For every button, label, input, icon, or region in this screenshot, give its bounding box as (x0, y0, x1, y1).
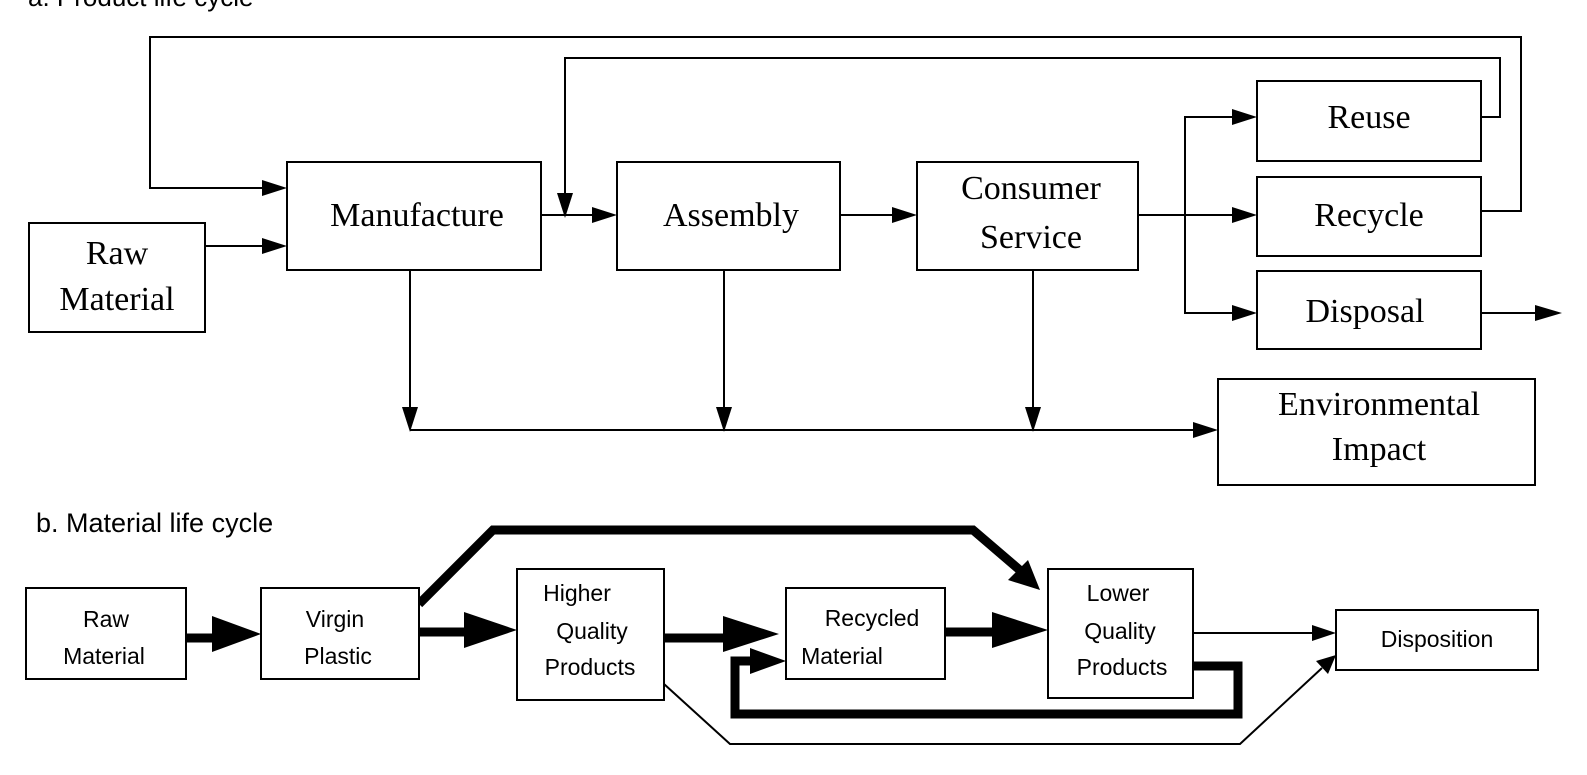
svg-text:Products: Products (545, 654, 636, 680)
node-reuse: Reuse (1256, 80, 1482, 162)
arrowhead-raw-to-manufacture (262, 238, 287, 254)
svg-text:Lower: Lower (1087, 580, 1150, 606)
svg-text:Products: Products (1077, 654, 1168, 680)
node-virgin-plastic: Virgin Plastic (260, 587, 420, 680)
svg-text:Material: Material (59, 281, 174, 318)
svg-text:Virgin: Virgin (306, 606, 364, 632)
svg-text:Higher: Higher (543, 580, 611, 606)
node-lower-quality-products: Lower Quality Products (1047, 568, 1194, 699)
node-raw-material-a: Raw Material (28, 222, 206, 333)
node-disposition: Disposition (1335, 609, 1539, 671)
section-a-title: a. Product life cycle (28, 0, 253, 12)
node-disposal: Disposal (1256, 270, 1482, 350)
arrowhead-manufacture-to-assembly (592, 207, 617, 223)
arrowhead-higher-to-disposition (1316, 655, 1336, 674)
svg-text:Material: Material (801, 643, 883, 669)
svg-text:Recycle: Recycle (1314, 197, 1424, 234)
node-environmental-impact: Environmental Impact (1217, 378, 1536, 486)
arrowhead-assembly-to-consumer (892, 207, 917, 223)
arrowhead-virgin-to-lower (1008, 560, 1040, 590)
svg-text:Impact: Impact (1332, 431, 1427, 468)
arrowhead-lower-to-disposition (1312, 625, 1336, 641)
svg-text:Environmental: Environmental (1278, 386, 1480, 423)
svg-text:Material: Material (63, 643, 145, 669)
arrowhead-recycle-loop (262, 180, 287, 196)
svg-text:Disposal: Disposal (1306, 293, 1425, 330)
loop-reuse-to-assembly (564, 57, 1501, 193)
arrowhead-disposal-out (1535, 305, 1562, 321)
svg-text:Disposition: Disposition (1381, 626, 1494, 652)
node-consumer-service: Consumer Service (916, 161, 1139, 271)
svg-text:Quality: Quality (556, 618, 628, 644)
node-raw-material-b: Raw Material (25, 587, 187, 680)
arrow-virgin-to-lower (415, 525, 1025, 608)
svg-text:Assembly: Assembly (663, 197, 799, 234)
svg-text:Raw: Raw (83, 606, 129, 632)
arrowhead-higher-to-recycled (723, 616, 779, 652)
branch-line-reuse-disposal (1184, 116, 1232, 314)
node-manufacture: Manufacture (286, 161, 542, 271)
svg-text:Service: Service (980, 219, 1082, 256)
svg-text:Plastic: Plastic (304, 643, 372, 669)
svg-text:Recycled: Recycled (825, 605, 920, 631)
arrowhead-environmental-impact (1193, 422, 1218, 438)
svg-text:Consumer: Consumer (961, 170, 1101, 207)
node-recycle: Recycle (1256, 176, 1482, 257)
svg-text:Raw: Raw (86, 235, 149, 272)
section-b-title: b. Material life cycle (36, 508, 273, 538)
arrowhead-drop-assembly (716, 407, 732, 432)
node-higher-quality-products: Higher Quality Products (516, 568, 665, 701)
arrowhead-drop-consumer (1025, 407, 1041, 432)
svg-text:Reuse: Reuse (1327, 99, 1410, 136)
arrowhead-recycled-to-lower (992, 612, 1048, 648)
arrowhead-to-reuse (1232, 109, 1257, 125)
section-a-connectors (149, 36, 1562, 438)
arrow-higher-to-disposition (663, 667, 1323, 745)
svg-text:Manufacture: Manufacture (330, 197, 504, 234)
arrowhead-lower-loop (750, 648, 786, 674)
loop-recycle-to-manufacture (149, 36, 1522, 212)
loop-lower-to-recycled (730, 656, 1243, 719)
arrowhead-raw-to-virgin (212, 616, 261, 652)
arrowhead-virgin-to-higher (464, 612, 517, 648)
node-assembly: Assembly (616, 161, 841, 271)
section-b-connectors (186, 525, 1336, 745)
svg-text:Quality: Quality (1084, 618, 1156, 644)
arrowhead-drop-manufacture (402, 407, 418, 432)
arrowhead-reuse-loop (557, 193, 573, 218)
node-recycled-material: Recycled Material (785, 587, 946, 680)
arrowhead-consumer-to-recycle (1232, 207, 1257, 223)
arrowhead-to-disposal (1232, 305, 1257, 321)
